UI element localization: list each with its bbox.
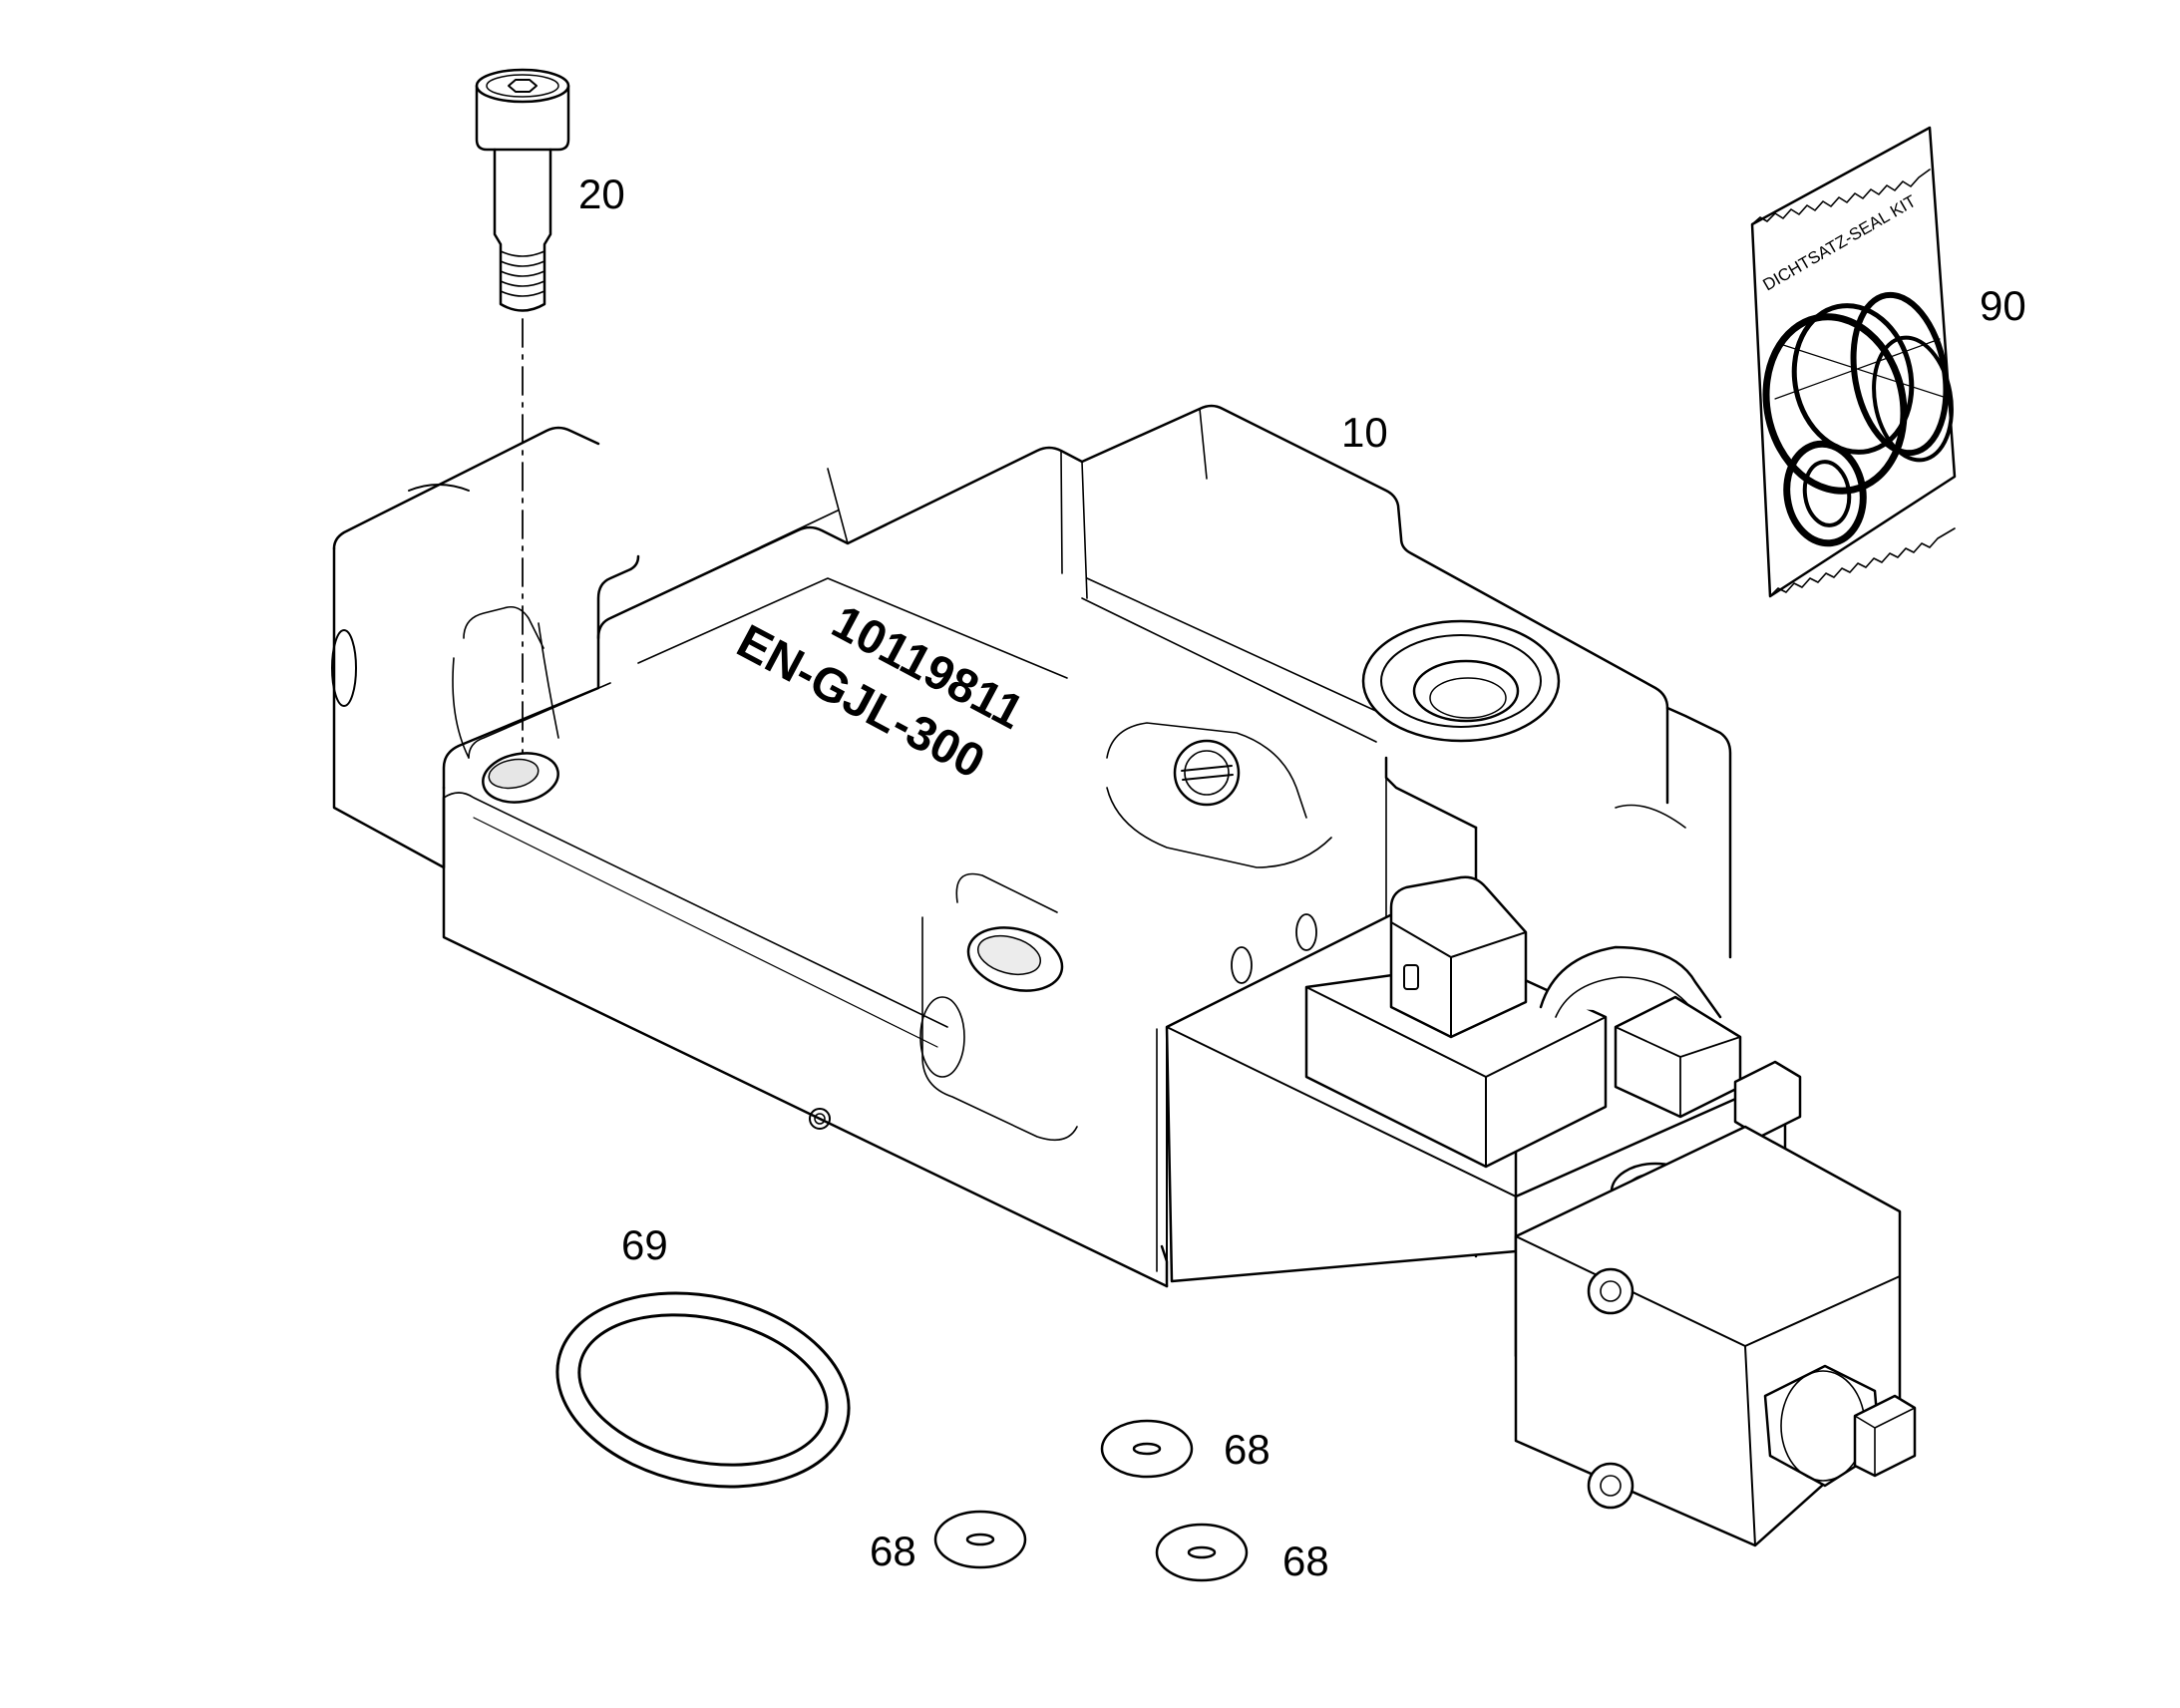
seal-kit-part-90 (1750, 126, 1957, 598)
callout-10: 10 (1341, 409, 1388, 456)
callout-90: 90 (1980, 282, 2026, 329)
callout-69: 69 (621, 1221, 668, 1268)
o-ring-part-68-b (933, 1510, 1027, 1569)
o-ring-part-68-a (1100, 1419, 1194, 1479)
callout-20: 20 (578, 171, 625, 217)
o-ring-part-68-c (1155, 1523, 1249, 1582)
cap-screw-part-20 (475, 68, 570, 764)
valve-body-part-10 (331, 404, 1917, 1547)
callout-68: 68 (870, 1528, 916, 1574)
callout-68: 68 (1224, 1426, 1271, 1473)
o-ring-part-69 (555, 1291, 851, 1489)
callout-68: 68 (1282, 1537, 1329, 1584)
casting-marks: 10119811 EN-GJL-300 (728, 595, 1031, 789)
